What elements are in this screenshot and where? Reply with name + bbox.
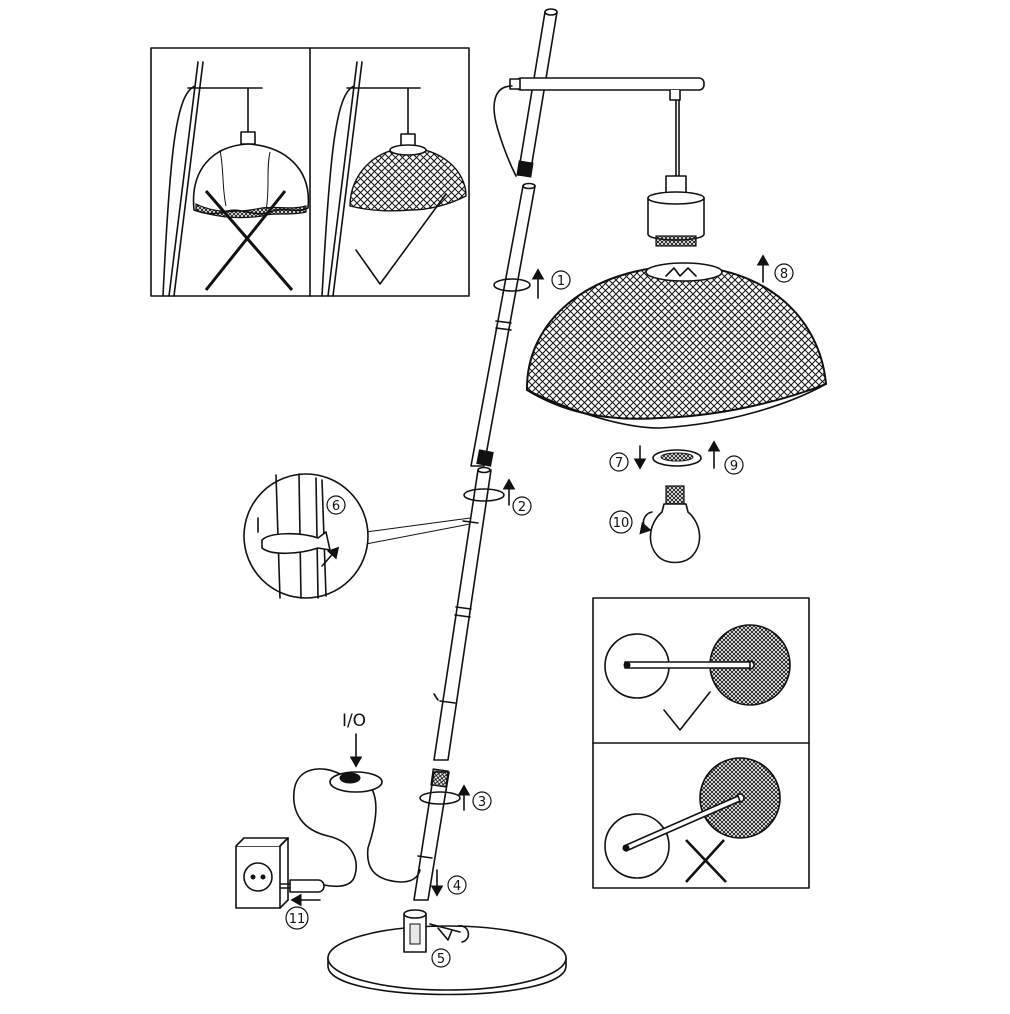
step-7-text: 7 (615, 456, 623, 471)
shade-orientation-panel (150, 47, 470, 297)
step-4-text: 4 (453, 879, 461, 894)
lamp-pole (413, 8, 705, 901)
foot-switch (329, 733, 383, 793)
step-10-text: 10 (613, 516, 630, 531)
step-marker-1: 1 (551, 270, 571, 290)
clip-detail-callout (243, 473, 471, 599)
step-marker-8: 8 (774, 263, 794, 283)
step-8-text: 8 (780, 267, 788, 282)
step-marker-9: 9 (724, 455, 744, 475)
lamp-socket (647, 175, 705, 247)
shade-ring (633, 440, 721, 470)
step-1-text: 1 (557, 274, 565, 289)
wrong-mark-icon (204, 190, 294, 291)
light-bulb (639, 485, 701, 564)
hanging-orientation-panel (592, 597, 810, 889)
step-2-text: 2 (518, 500, 526, 515)
step-6-text: 6 (332, 499, 340, 514)
step-5-text: 5 (437, 952, 445, 967)
step-marker-7: 7 (609, 452, 629, 472)
rotation-arrows (419, 254, 770, 897)
correct-shade-illustration (321, 61, 467, 297)
step-marker-11: 11 (285, 906, 309, 930)
power-cable (292, 768, 421, 888)
step-marker-5: 5 (431, 948, 451, 968)
step-marker-2: 2 (512, 496, 532, 516)
step-marker-10: 10 (609, 510, 633, 534)
wall-socket (235, 837, 289, 909)
step-marker-3: 3 (472, 791, 492, 811)
step-9-text: 9 (730, 459, 738, 474)
switch-label: I/O (342, 711, 366, 731)
correct-top-view (604, 624, 791, 731)
step-marker-4: 4 (447, 875, 467, 895)
wrong-top-view (604, 757, 781, 883)
power-plug (279, 879, 325, 907)
wicker-shade (525, 262, 828, 429)
step-marker-6: 6 (326, 495, 346, 515)
step-3-text: 3 (478, 795, 486, 810)
correct-mark-icon (355, 193, 447, 285)
step-11-text: 11 (289, 912, 306, 927)
